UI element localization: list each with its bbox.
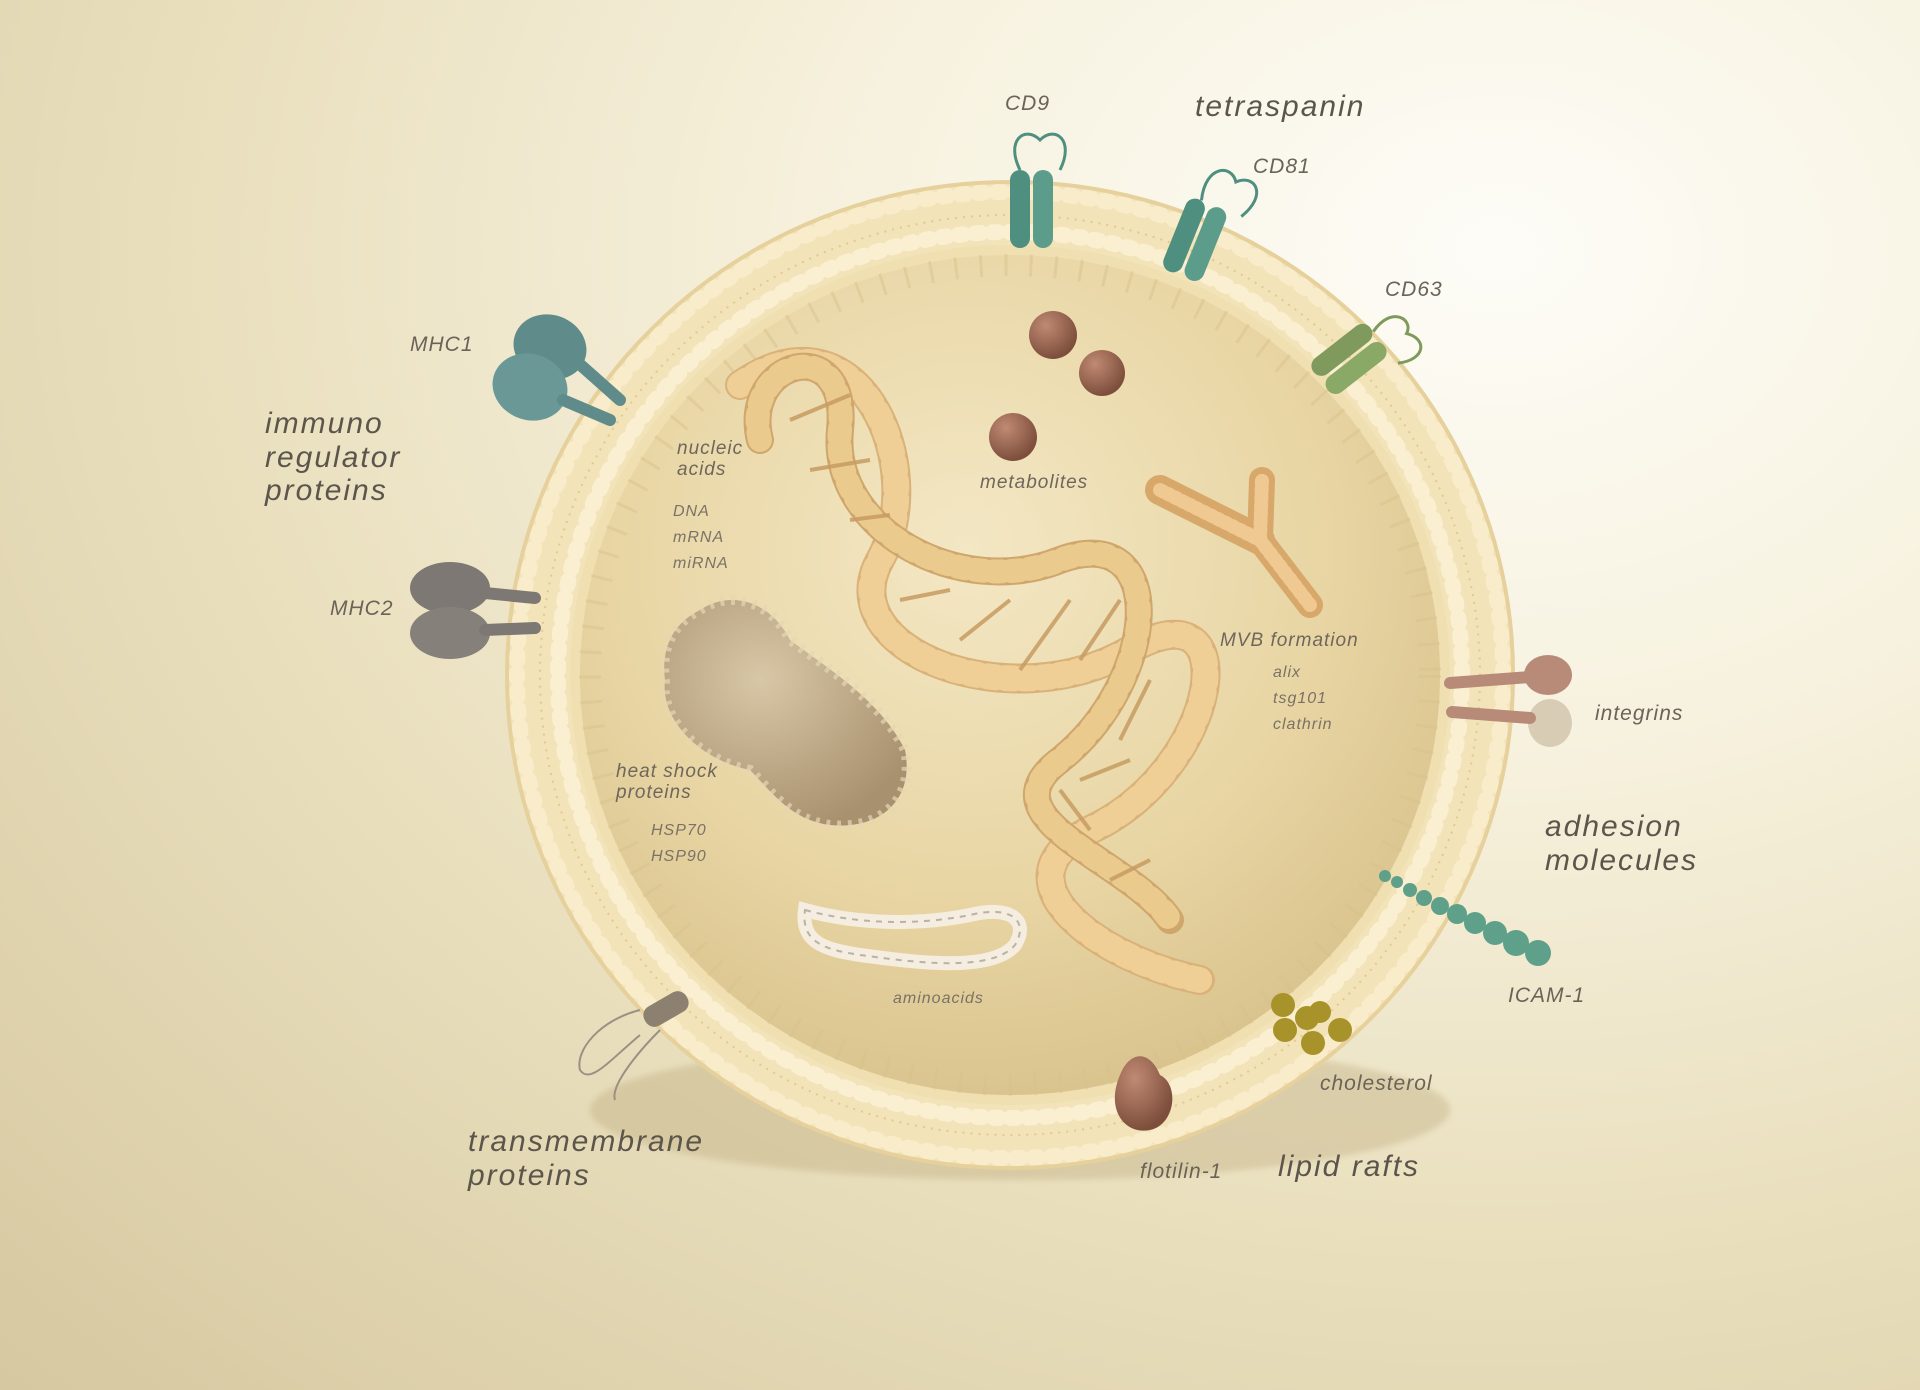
label-cholesterol: cholesterol [1320,1072,1433,1095]
label-immuno-regulator-proteins: immuno regulator proteins [265,407,401,508]
transmembrane-protein [578,991,689,1101]
cd81-tetraspanin-protein [1163,168,1259,281]
label-aminoacids: aminoacids [893,990,984,1007]
label-metabolites: metabolites [980,472,1089,493]
integrin-protein [1444,655,1572,747]
label-transmembrane-proteins: transmembrane proteins [468,1125,704,1192]
label-cd9: CD9 [1005,92,1051,115]
label-clathrin: clathrin [1273,716,1333,733]
label-mhc2: MHC2 [330,597,394,620]
label-hsp70: HSP70 [651,822,707,839]
label-immuno-line3: proteins [265,474,388,508]
label-adhesion-molecules: adhesion molecules [1545,810,1698,877]
label-dna: DNA [673,503,710,520]
cholesterol-beads [1271,993,1352,1055]
metabolites-spheres [989,311,1125,461]
label-hsp-line1: heat shock [616,761,718,782]
label-immuno-line2: regulator [265,440,402,474]
cd9-tetraspanin-protein [1010,132,1067,248]
label-cd63: CD63 [1385,278,1443,301]
label-hsp90: HSP90 [651,848,707,865]
mvb-y-protein [1145,467,1323,618]
heat-shock-protein-blob [659,595,912,831]
label-nucleic-line2: acids [677,459,727,481]
mhc1-protein [492,314,626,426]
lumen-texture [579,254,1441,1096]
label-integrins: integrins [1595,702,1684,725]
dna-double-helix [725,346,1221,995]
label-lipid-rafts: lipid rafts [1278,1150,1421,1183]
label-mrna: mRNA [673,529,725,546]
mhc2-protein [410,562,541,659]
label-flotilin1: flotilin-1 [1140,1160,1223,1183]
label-mhc1: MHC1 [410,333,474,356]
flotilin1-protein [1114,1056,1173,1131]
label-heat-shock-proteins: heat shock proteins [616,761,718,804]
label-alix: alix [1273,664,1302,681]
label-nucleic-line1: nucleic [677,438,744,459]
label-icam1: ICAM-1 [1508,984,1586,1007]
label-hsp-line2: proteins [616,782,692,804]
label-mvb-formation: MVB formation [1220,630,1359,651]
label-nucleic-acids: nucleic acids [677,438,743,481]
label-adhesion-line2: molecules [1545,843,1699,877]
label-cd81: CD81 [1253,155,1311,178]
aminoacid-chain [797,901,1027,971]
label-mirna: miRNA [673,555,729,572]
label-transmembrane-line2: proteins [468,1158,591,1192]
label-transmembrane-line1: transmembrane [468,1125,705,1158]
label-tsg101: tsg101 [1273,690,1328,707]
label-adhesion-line1: adhesion [1545,810,1683,843]
cd63-tetraspanin-protein [1311,315,1423,394]
label-tetraspanin: tetraspanin [1195,90,1366,123]
icam1-bead-chain [1379,870,1551,966]
label-immuno-line1: immuno [265,407,384,440]
